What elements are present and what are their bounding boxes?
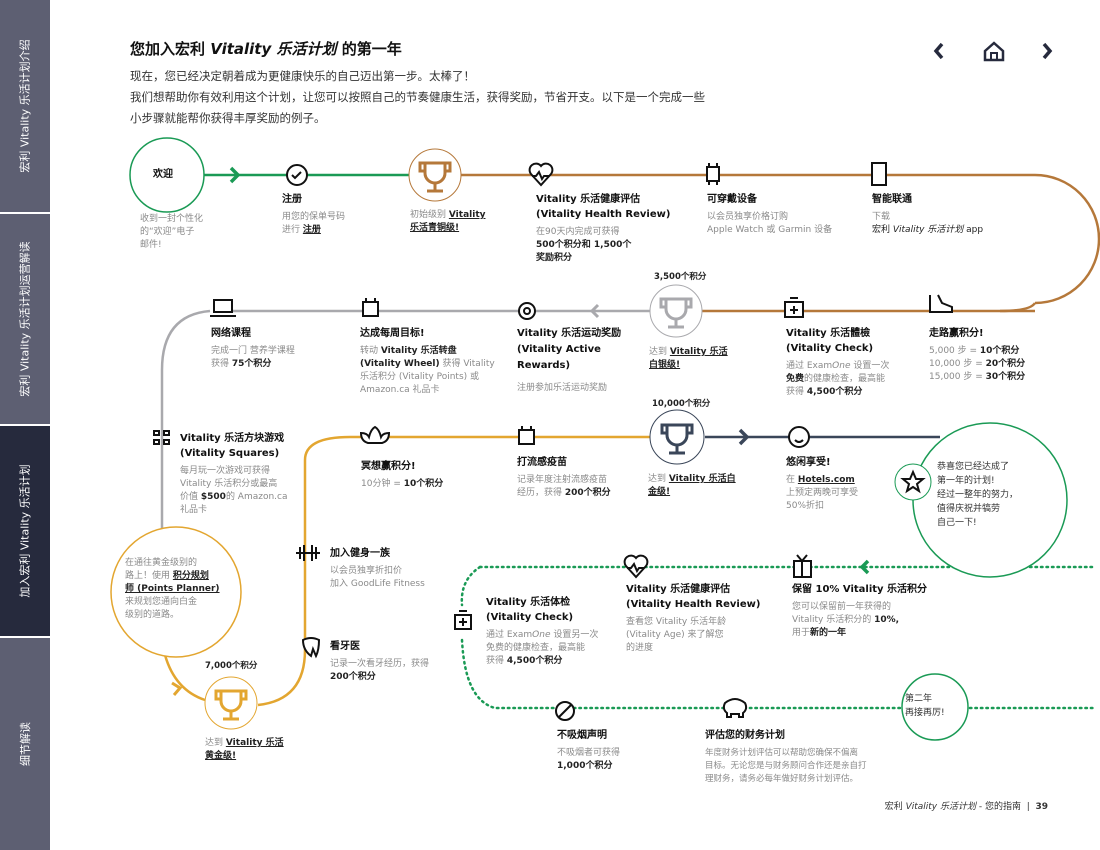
medical-kit-icon bbox=[454, 610, 472, 630]
sidebar-tab-join[interactable]: 加入宏利 Vitality 乐活计划 bbox=[0, 426, 50, 636]
step-check-2: Vitality 乐活体检 (Vitality Check) 通过 ExamOn… bbox=[486, 597, 599, 666]
trophy-bronze-icon bbox=[418, 161, 452, 193]
gift-icon bbox=[793, 554, 812, 578]
star-icon bbox=[900, 469, 926, 494]
step-smart: 智能联通下载宏利 Vitality 乐活计划 app bbox=[872, 194, 984, 235]
step-squares: Vitality 乐活方块游戏(Vitality Squares) 每月玩一次游… bbox=[180, 433, 288, 515]
sidebar-tab-details[interactable]: 细节解读 bbox=[0, 638, 50, 850]
watch-icon bbox=[706, 163, 720, 185]
page-number: 39 bbox=[1035, 802, 1048, 812]
register-link[interactable]: 注册 bbox=[302, 225, 321, 235]
step-walk: 走路赢积分! 5,000 步 = 10个积分 10,000 步 = 20个积分 … bbox=[929, 328, 1026, 382]
bronze-link[interactable]: 乐活青铜级! bbox=[410, 223, 460, 233]
prev-icon[interactable] bbox=[933, 42, 944, 60]
step-register: 注册用您的保单号码进行 注册 bbox=[282, 194, 346, 235]
step-gold: 达到 Vitality 乐活黄金级! bbox=[205, 738, 284, 761]
phone-icon bbox=[871, 162, 887, 186]
trophy-platinum-icon bbox=[660, 423, 694, 455]
page-title: 您加入宏利 Vitality 乐活计划 的第一年 bbox=[130, 40, 402, 58]
platinum-link[interactable]: Vitality 乐活白 bbox=[668, 474, 736, 484]
step-gym: 加入健身一族以会员独享折扣价加入 GoodLife Fitness bbox=[330, 548, 425, 589]
shoe-icon bbox=[929, 294, 953, 313]
smiley-icon bbox=[788, 426, 810, 448]
trophy-silver-icon bbox=[659, 297, 693, 329]
no-smoking-icon bbox=[555, 701, 575, 721]
check-circle-icon bbox=[286, 164, 308, 186]
platinum-link[interactable]: 金级! bbox=[648, 487, 671, 497]
step-flu: 打流感疫苗记录年度注射流感疫苗经历，获得 200个积分 bbox=[517, 457, 611, 498]
step-check-1: Vitality 乐活體檢(Vitality Check) 通过 ExamOne… bbox=[786, 328, 890, 397]
calendar-icon bbox=[362, 298, 379, 317]
tooth-icon bbox=[301, 637, 321, 659]
heart-icon bbox=[528, 162, 554, 187]
laptop-icon bbox=[210, 299, 236, 317]
silver-points: 3,500个积分 bbox=[654, 272, 707, 282]
welcome-desc: 收到一封个性化的“欢迎”电子邮件! bbox=[140, 214, 204, 250]
sidebar-tab-intro[interactable]: 宏利 Vitality 乐活计划介绍 bbox=[0, 0, 50, 212]
dumbbell-icon bbox=[296, 545, 320, 561]
welcome-label: 欢迎 bbox=[153, 169, 173, 180]
page-nav bbox=[933, 41, 1053, 62]
step-silver: 达到 Vitality 乐活白银级! bbox=[649, 347, 728, 370]
gold-link[interactable]: Vitality 乐活 bbox=[225, 738, 284, 748]
platinum-points: 10,000个积分 bbox=[652, 399, 711, 409]
year-two-text: 第二年再接再厉! bbox=[905, 694, 945, 718]
target-icon bbox=[518, 302, 536, 320]
step-health-review-2: Vitality 乐活健康评估(Vitality Health Review)查… bbox=[626, 584, 761, 653]
heart-icon bbox=[623, 554, 649, 579]
gold-link[interactable]: 黄金级! bbox=[205, 751, 237, 761]
step-health-review-1: Vitality 乐活健康评估(Vitality Health Review)在… bbox=[536, 194, 671, 263]
points-planner-link[interactable]: 积分规划 bbox=[172, 571, 209, 581]
next-icon[interactable] bbox=[1042, 42, 1053, 60]
step-meditate: 冥想赢积分!10分钟 = 10个积分 bbox=[361, 461, 444, 489]
lotus-icon bbox=[359, 425, 391, 444]
step-course: 网络课程完成一门 营养学课程获得 75个积分 bbox=[211, 328, 295, 369]
silver-link[interactable]: 白银级! bbox=[649, 360, 681, 370]
silver-link[interactable]: Vitality 乐活 bbox=[669, 347, 728, 357]
piggy-bank-icon bbox=[722, 698, 748, 718]
trophy-gold-icon bbox=[214, 689, 248, 721]
squares-icon bbox=[153, 430, 170, 445]
welcome-circle bbox=[129, 137, 205, 213]
footer: 宏利 Vitality 乐活计划 - 您的指南 | 39 bbox=[884, 802, 1048, 812]
intro-text: 现在，您已经决定朝着成为更健康快乐的自己迈出第一步。太棒了！我们想帮助你有效利用… bbox=[130, 69, 705, 125]
medical-kit-icon bbox=[784, 297, 804, 318]
congrats-text: 恭喜您已经达成了第一年的计划!经过一整年的努力，值得庆祝并犒劳自己一下! bbox=[937, 462, 1019, 528]
points-planner-callout: 在通往黄金级别的路上！使用 积分规划 师 (Points Planner)来规划… bbox=[125, 558, 220, 620]
step-finance: 评估您的财务计划年度财务计划评估可以帮助您确保不偏离目标。无论您是与财务顾问合作… bbox=[705, 730, 867, 784]
points-planner-link[interactable]: 师 (Points Planner) bbox=[125, 584, 220, 594]
step-platinum: 达到 Vitality 乐活白金级! bbox=[648, 474, 736, 497]
hotels-link[interactable]: Hotels.com bbox=[797, 475, 855, 485]
bronze-link[interactable]: Vitality bbox=[448, 210, 486, 220]
gold-points: 7,000个积分 bbox=[205, 661, 258, 671]
sidebar-tab-operations[interactable]: 宏利 Vitality 乐活计划运营解读 bbox=[0, 214, 50, 424]
calendar-icon bbox=[518, 426, 535, 445]
step-weekly: 达成每周目标! 转动 Vitality 乐活转盘 (Vitality Wheel… bbox=[360, 328, 495, 395]
home-icon[interactable] bbox=[983, 41, 1005, 62]
